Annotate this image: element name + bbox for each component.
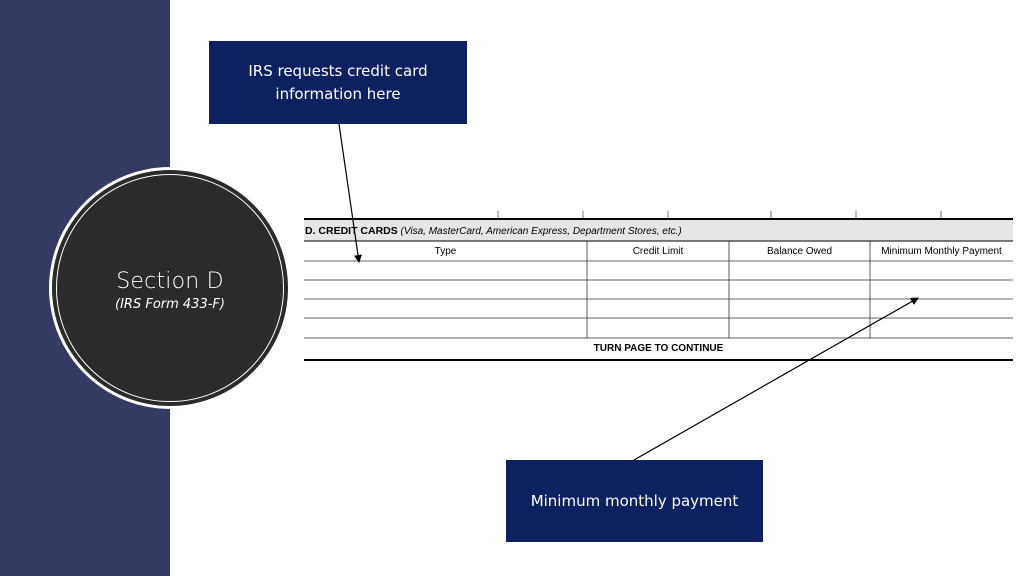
section-circle: Section D (IRS Form 433-F): [56, 174, 284, 402]
form-section-label: D. CREDIT CARDS: [305, 225, 398, 237]
section-subtitle: (IRS Form 433-F): [115, 296, 225, 312]
callout-credit-card-info: IRS requests credit card information her…: [209, 41, 467, 124]
callout-credit-card-info-text: IRS requests credit card information her…: [248, 61, 428, 103]
column-header-balance-owed: Balance Owed: [766, 246, 833, 257]
form-footer-continue: TURN PAGE TO CONTINUE: [593, 343, 724, 354]
column-header-minimum-monthly-payment: Minimum Monthly Payment: [881, 246, 1002, 257]
form-credit-cards-section: D. CREDIT CARDS (Visa, MasterCard, Ameri…: [304, 205, 1013, 370]
callout-minimum-payment: Minimum monthly payment: [506, 460, 763, 542]
column-header-credit-limit: Credit Limit: [632, 246, 684, 257]
form-section-note: (Visa, MasterCard, American Express, Dep…: [400, 226, 682, 237]
callout-minimum-payment-text: Minimum monthly payment: [530, 491, 739, 510]
form-section-header: D. CREDIT CARDS (Visa, MasterCard, Ameri…: [305, 225, 682, 237]
column-header-type: Type: [434, 246, 457, 257]
form-grid-lines: [304, 211, 1013, 361]
section-title: Section D: [116, 268, 224, 294]
